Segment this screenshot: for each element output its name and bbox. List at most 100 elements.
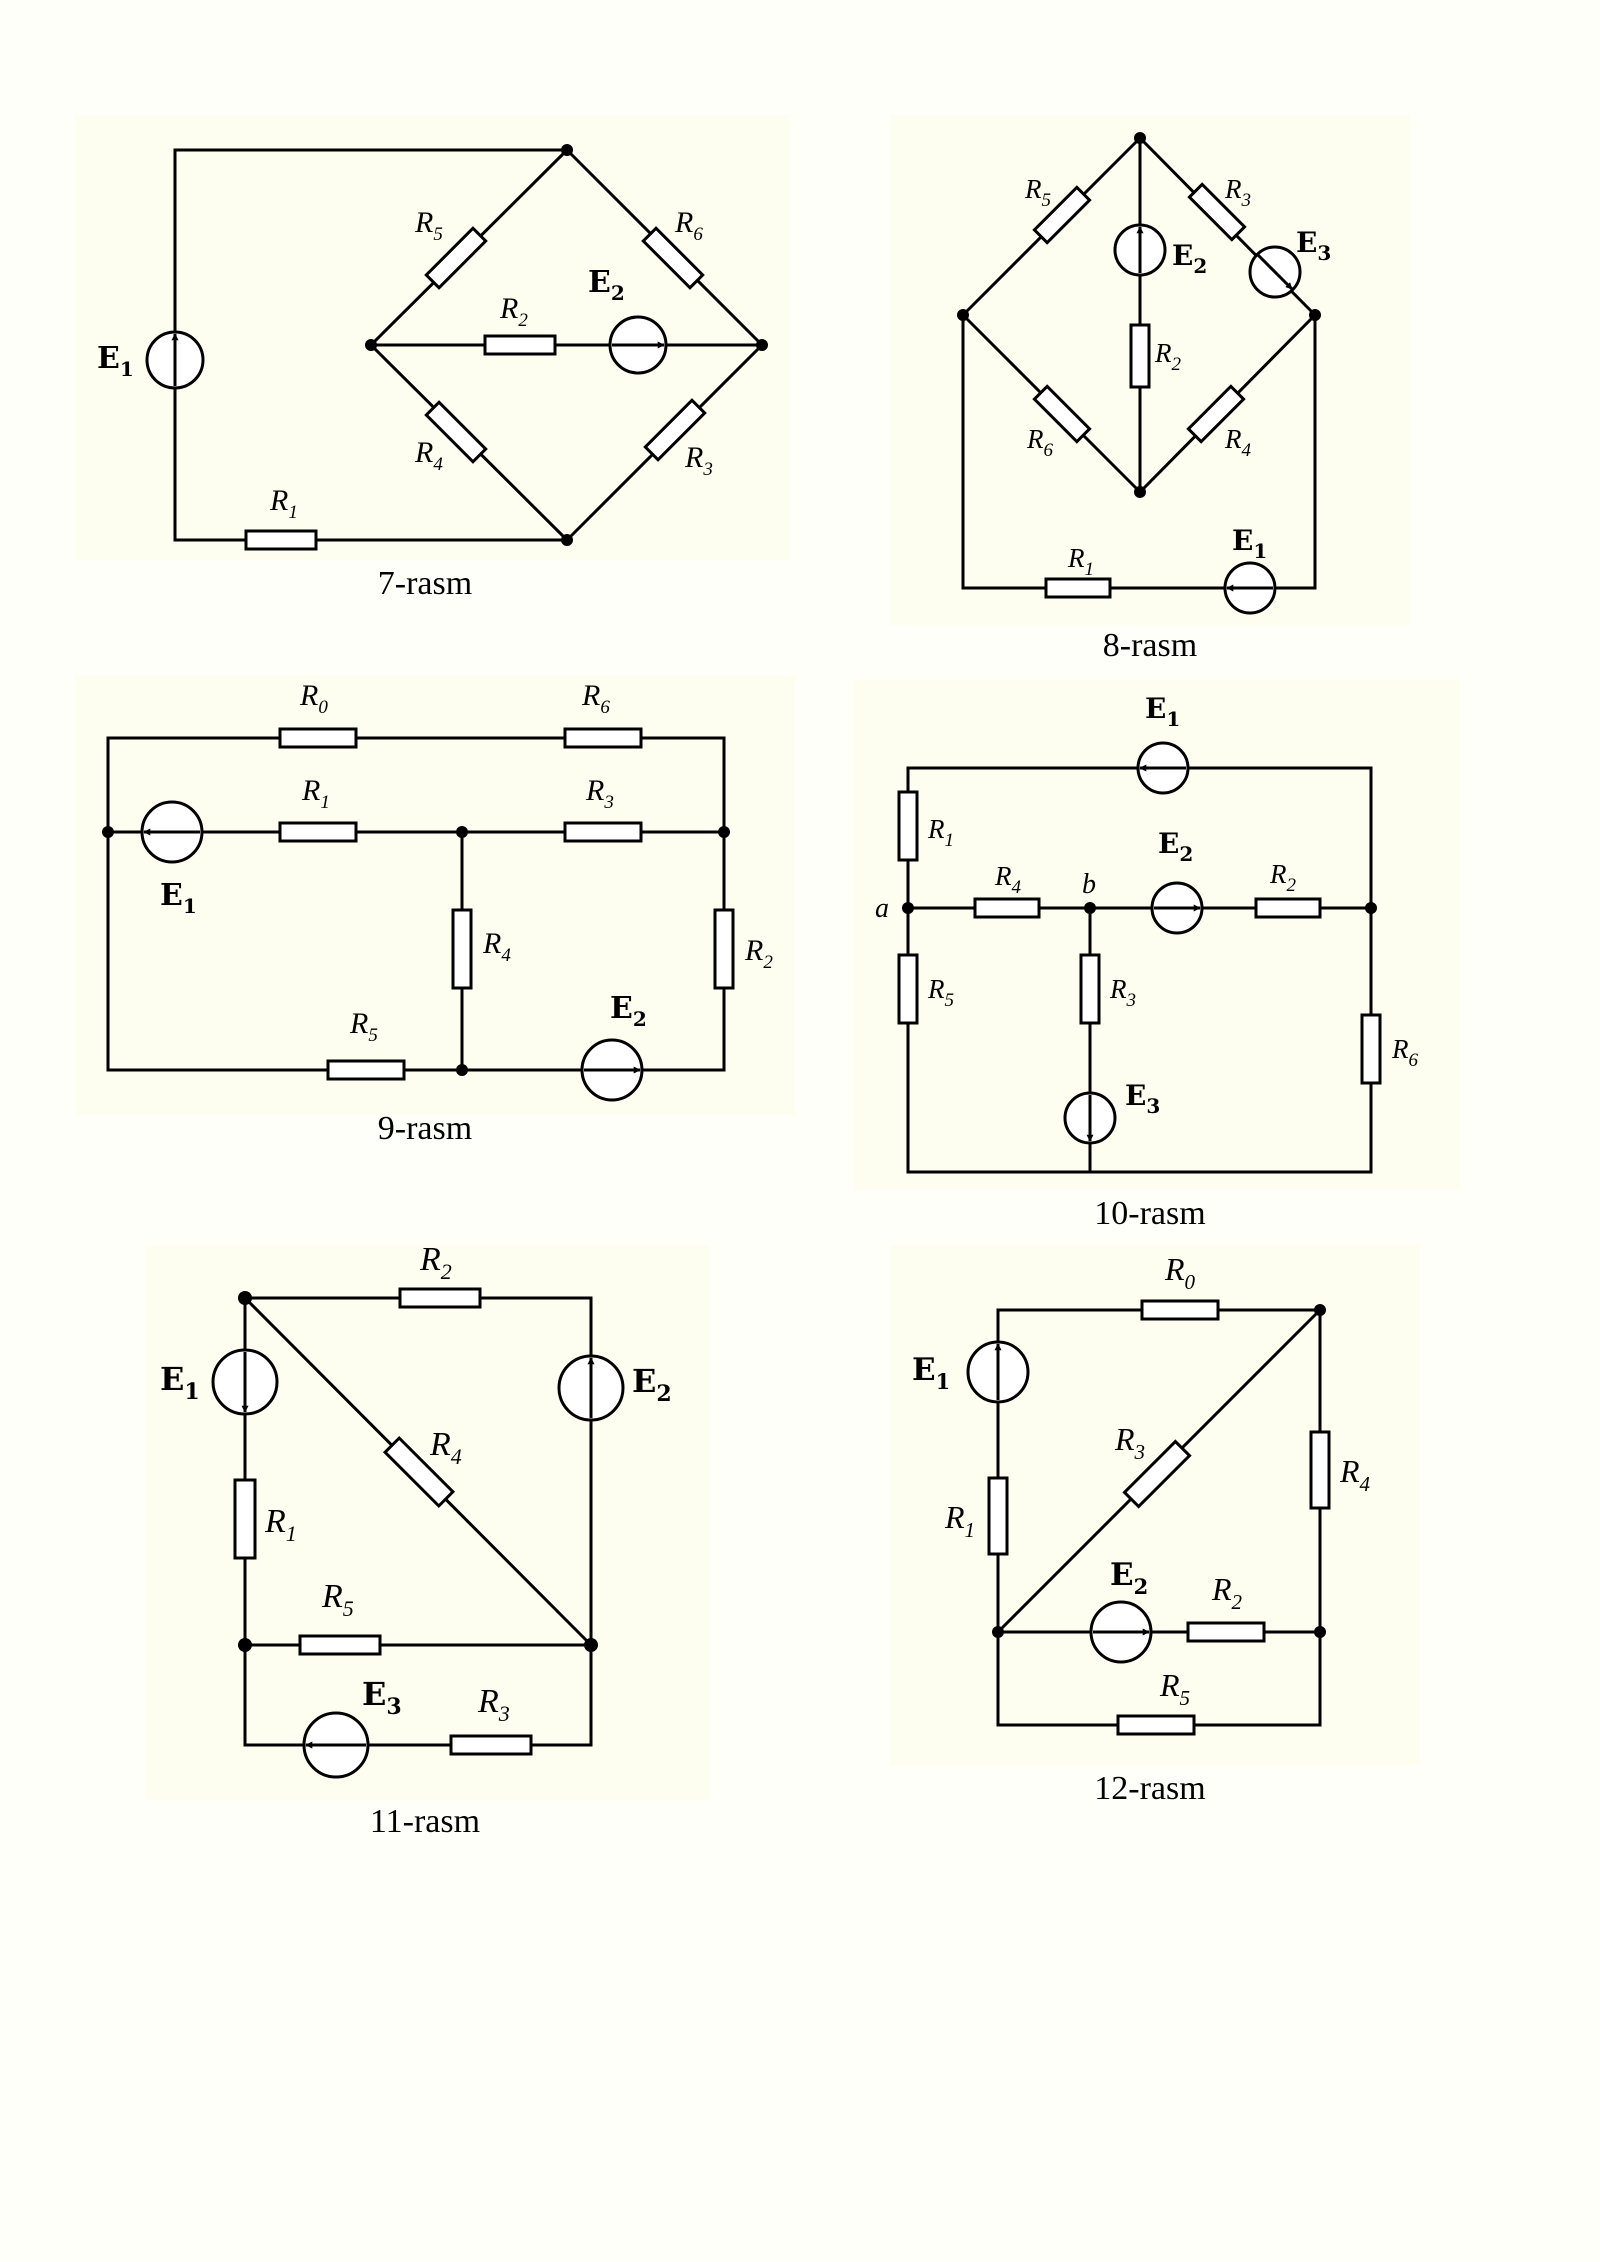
- label-e2: E2: [1158, 827, 1193, 866]
- caption-fig7: 7-rasm: [377, 565, 473, 602]
- label-r6: R6: [674, 206, 703, 245]
- caption-fig8: 8-rasm: [1102, 627, 1198, 664]
- resistor-r6: [563, 727, 643, 749]
- resistor-r1: [244, 529, 318, 551]
- panel-fig12: [890, 1245, 1420, 1765]
- label-r5: R5: [321, 1578, 354, 1621]
- node-dot: [456, 1064, 468, 1076]
- source-e3-arrow: [1256, 253, 1294, 291]
- node-dot: [238, 1638, 252, 1652]
- resistor-r4: [973, 897, 1041, 919]
- node-dot: [1314, 1626, 1326, 1638]
- resistor-r2: [1129, 323, 1151, 389]
- label-r1: R1: [944, 1499, 975, 1542]
- label-r3: R3: [1109, 974, 1136, 1011]
- label-r5: R5: [349, 1007, 378, 1046]
- label-r2: R2: [499, 292, 528, 331]
- node-dot: [1134, 486, 1146, 498]
- node-b-dot: [1084, 902, 1096, 914]
- label-e1: E1: [97, 341, 134, 381]
- label-r1: R1: [927, 814, 954, 851]
- resistor-r1: [897, 790, 919, 862]
- resistor-r2: [713, 908, 735, 990]
- resistor-r5: [1032, 185, 1092, 245]
- label-r5: R5: [1024, 174, 1051, 211]
- resistor-r4: [1186, 384, 1246, 444]
- resistor-r3: [1187, 182, 1247, 242]
- label-e1: E1: [1145, 692, 1180, 731]
- node-dot: [584, 1638, 598, 1652]
- resistor-r2: [483, 334, 557, 356]
- resistor-r6: [641, 226, 705, 290]
- wire: [173, 148, 567, 420]
- label-r0: R0: [1164, 1251, 1196, 1294]
- resistor-r4: [1309, 1430, 1331, 1510]
- resistor-r3: [563, 821, 643, 843]
- label-r6: R6: [1391, 1034, 1419, 1071]
- figure-11: [243, 1296, 593, 1747]
- label-r1: R1: [301, 774, 330, 813]
- node-dot: [718, 826, 730, 838]
- label-node-a: a: [875, 893, 889, 924]
- resistor-r3: [1079, 953, 1101, 1025]
- label-e1: E1: [1232, 524, 1267, 563]
- label-e2: E2: [1172, 239, 1207, 278]
- label-r4: R4: [482, 927, 511, 966]
- label-e2: E2: [1110, 1557, 1148, 1599]
- label-e2: E2: [610, 991, 647, 1031]
- label-r5: R5: [1159, 1667, 1190, 1710]
- figure-7: [173, 148, 764, 542]
- resistor-r6: [1360, 1013, 1382, 1085]
- resistor-r5: [897, 953, 919, 1025]
- node-dot: [756, 339, 768, 351]
- label-e2: E2: [588, 265, 625, 305]
- figure-8: [961, 136, 1317, 590]
- node-a-dot: [902, 902, 914, 914]
- label-r4: R4: [1339, 1453, 1371, 1496]
- resistor-r4: [451, 908, 473, 990]
- resistor-r3: [643, 398, 707, 462]
- label-e3: E3: [362, 1675, 402, 1720]
- label-r4: R4: [1224, 424, 1252, 461]
- resistor-r4: [382, 1435, 456, 1509]
- resistor-r2: [398, 1287, 482, 1309]
- node-dot: [992, 1626, 1004, 1638]
- label-node-b: b: [1082, 869, 1096, 900]
- label-r6: R6: [581, 679, 610, 718]
- label-r5: R5: [927, 974, 954, 1011]
- label-r3: R3: [585, 774, 614, 813]
- caption-fig12: 12-rasm: [1094, 1770, 1206, 1807]
- label-r2: R2: [744, 934, 773, 973]
- resistor-r1: [987, 1476, 1009, 1556]
- resistor-r2: [1186, 1621, 1266, 1643]
- label-r1: R1: [1067, 543, 1094, 580]
- resistor-r5: [326, 1059, 406, 1081]
- resistor-r0: [1140, 1299, 1220, 1321]
- label-e1: E1: [912, 1352, 950, 1394]
- resistor-r5: [424, 226, 488, 290]
- label-r2: R2: [1154, 338, 1182, 375]
- node-dot: [1365, 902, 1377, 914]
- resistor-r5: [298, 1634, 382, 1656]
- label-r4: R4: [414, 436, 443, 475]
- caption-fig10: 10-rasm: [1094, 1195, 1206, 1232]
- resistor-r1: [278, 821, 358, 843]
- node-dot: [561, 534, 573, 546]
- label-r3: R3: [1224, 174, 1251, 211]
- label-e1: E1: [160, 878, 197, 918]
- label-r2: R2: [1211, 1571, 1243, 1614]
- node-dot: [456, 826, 468, 838]
- resistor-r1: [1044, 577, 1112, 599]
- label-e1: E1: [160, 1360, 200, 1405]
- wire: [173, 420, 567, 542]
- resistor-r1: [233, 1478, 257, 1560]
- label-r2: R2: [1269, 859, 1297, 896]
- panel-fig9: [75, 675, 795, 1115]
- label-r4: R4: [429, 1426, 462, 1469]
- resistor-r5: [1116, 1714, 1196, 1736]
- node-dot: [957, 309, 969, 321]
- label-r5: R5: [414, 206, 443, 245]
- wire: [996, 1632, 1322, 1727]
- node-dot: [238, 1291, 252, 1305]
